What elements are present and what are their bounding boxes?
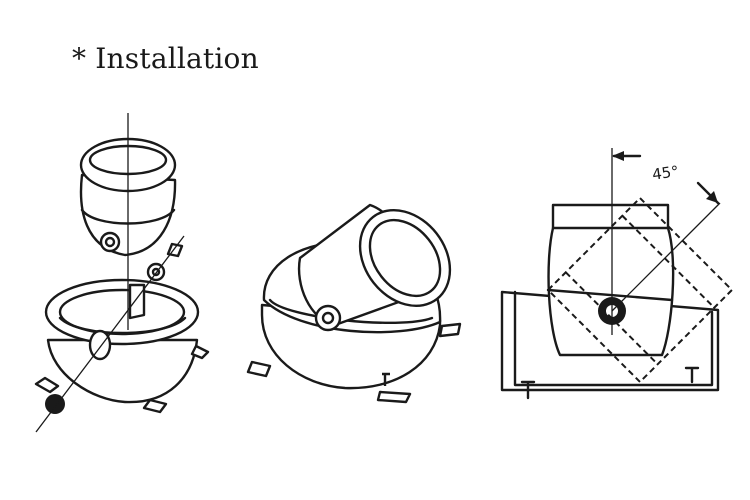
step3-side-view: 45° [500,148,734,400]
camera-ball-tilted [297,203,452,332]
mount-bracket [128,283,146,320]
diagonal-axis-line [35,235,185,433]
screw-bottom [45,394,65,414]
installation-heading: * Installation [72,42,259,75]
step2-assembled-tilted [246,203,462,404]
step1-exploded-view [34,113,210,433]
dome-base [34,278,210,414]
angle-label: 45° [651,162,680,184]
